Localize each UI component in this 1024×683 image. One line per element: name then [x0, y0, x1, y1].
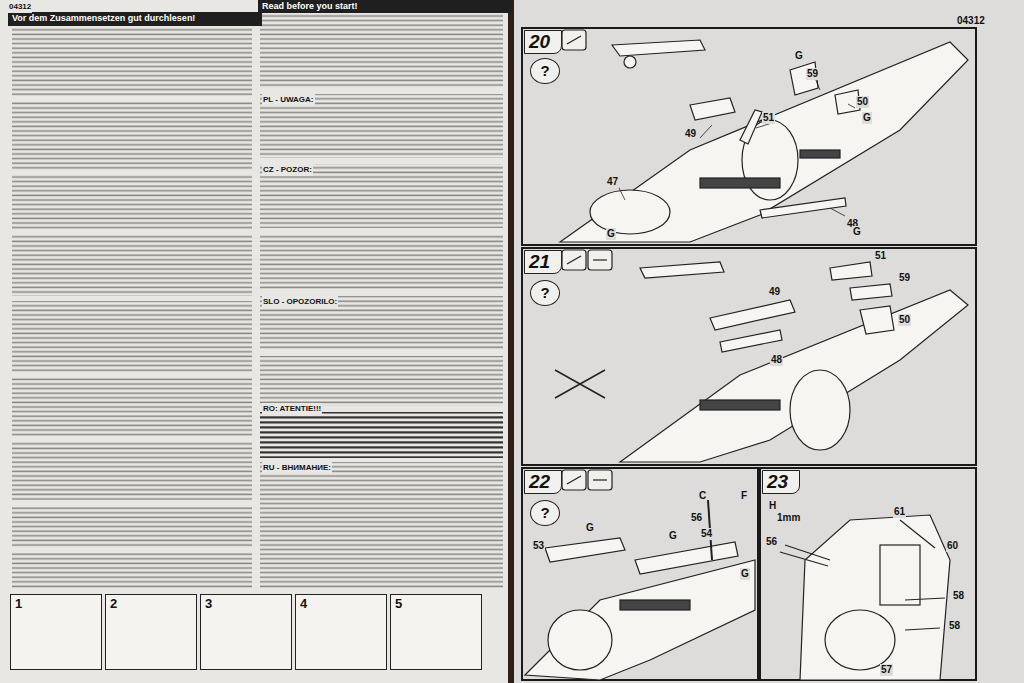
tip-icon-box: 2 — [105, 594, 197, 670]
callout-number: 53 — [532, 540, 545, 552]
section-heading: RO: ATENTIE!!! — [262, 403, 322, 415]
tip-icon-box: 4 — [295, 594, 387, 670]
node-number: ? — [531, 59, 559, 82]
callout-number: G — [794, 50, 804, 62]
callout-number: H — [768, 500, 777, 512]
header-bar: Read before you start! — [258, 0, 512, 13]
callout-number: G — [585, 522, 595, 534]
callout-number: G — [606, 228, 616, 240]
node-number: 22 — [525, 471, 561, 493]
node-number: 4 — [296, 595, 386, 612]
callout-number: 56 — [690, 512, 703, 524]
callout-number: 1mm — [776, 512, 801, 524]
callout-number: 51 — [762, 112, 775, 124]
callout-number: 54 — [700, 528, 713, 540]
callout-number: G — [740, 568, 750, 580]
callout-number: 48 — [770, 354, 783, 366]
node-number: ? — [531, 281, 559, 304]
callout-number: 58 — [952, 590, 965, 602]
tip-icon-box: 5 — [390, 594, 482, 670]
callout-number: 59 — [806, 68, 819, 80]
step-number-box: 21 — [524, 250, 562, 274]
callout-number: 57 — [880, 664, 893, 676]
question-circle: ? — [530, 500, 560, 526]
callout-number: C — [698, 490, 707, 502]
callout-number: 61 — [893, 506, 906, 518]
step-number-box: 22 — [524, 470, 562, 494]
callout-number: 49 — [684, 128, 697, 140]
tip-icon-box: 3 — [200, 594, 292, 670]
step-number-box: 23 — [762, 470, 800, 494]
callout-number: 56 — [765, 536, 778, 548]
callout-number: 59 — [898, 272, 911, 284]
node-number: ? — [531, 501, 559, 524]
callout-number: 47 — [606, 176, 619, 188]
node-number: 3 — [201, 595, 291, 612]
node-number: 21 — [525, 251, 561, 273]
section-heading: SLO - OPOZORILO: — [262, 296, 338, 308]
section-heading: RU - ВНИМАНИЕ: — [262, 462, 332, 474]
header-text: Read before you start! — [258, 0, 512, 13]
callout-number: 04312 — [956, 15, 986, 27]
header-bar: Vor dem Zusammensetzen gut durchlesen! — [8, 12, 262, 26]
callout-number: F — [740, 490, 748, 502]
callout-number: 60 — [946, 540, 959, 552]
node-number: 20 — [525, 31, 561, 53]
step-number-box: 20 — [524, 30, 562, 54]
node-number: 2 — [106, 595, 196, 612]
callout-number: G — [862, 112, 872, 124]
callout-number: 50 — [898, 314, 911, 326]
node-number: 1 — [11, 595, 101, 612]
callout-number: G — [852, 226, 862, 238]
callout-number: G — [668, 530, 678, 542]
section-heading: 04312 — [8, 1, 32, 13]
callout-number: 50 — [856, 96, 869, 108]
section-heading: PL - UWAGA: — [262, 94, 315, 106]
callout-number: 51 — [874, 250, 887, 262]
question-circle: ? — [530, 58, 560, 84]
node-number: 5 — [391, 595, 481, 612]
question-circle: ? — [530, 280, 560, 306]
callout-number: 49 — [768, 286, 781, 298]
tip-icon-box: 1 — [10, 594, 102, 670]
header-text: Vor dem Zusammensetzen gut durchlesen! — [8, 12, 262, 25]
section-heading: CZ - POZOR: — [262, 164, 313, 176]
callout-number: 58 — [948, 620, 961, 632]
node-number: 23 — [763, 471, 799, 493]
